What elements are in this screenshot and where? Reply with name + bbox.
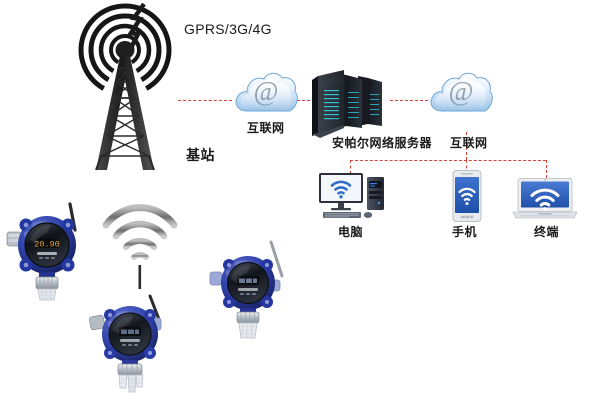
internet-left-label: 互联网 [247, 121, 285, 135]
link-distribution-bus [350, 160, 546, 161]
gas-detector-2 [88, 288, 178, 396]
smartphone-icon [452, 170, 482, 222]
link-drop-terminal [546, 160, 547, 178]
svg-text:20.90: 20.90 [34, 240, 60, 250]
laptop-icon [512, 178, 578, 220]
link-drop-computer [350, 160, 351, 174]
computer-label: 电脑 [338, 225, 364, 239]
cell-tower-icon [68, 2, 198, 172]
internet-cloud-right-icon: @ [428, 68, 494, 118]
gprs-label: GPRS/3G/4G [184, 21, 272, 37]
desktop-computer-icon [317, 172, 387, 220]
svg-text:@: @ [254, 76, 279, 106]
svg-text:@: @ [449, 76, 474, 106]
base-station-label: 基站 [186, 147, 215, 163]
link-internet-drop [466, 132, 467, 160]
gas-detector-3 [208, 236, 294, 342]
network-server-label: 安帕尔网络服务器 [332, 136, 433, 150]
link-server-to-internet [390, 100, 428, 101]
wifi-waves-icon [100, 203, 180, 289]
link-drop-phone [466, 160, 467, 174]
internet-cloud-left-icon: @ [233, 68, 299, 118]
terminal-label: 终端 [534, 225, 560, 239]
link-internet-to-server [297, 100, 315, 101]
server-rack-icon [310, 68, 392, 140]
phone-label: 手机 [452, 225, 478, 239]
gas-detector-1: 20.90 [6, 192, 88, 302]
internet-right-label: 互联网 [450, 136, 488, 150]
link-basestation-to-internet [178, 100, 232, 101]
